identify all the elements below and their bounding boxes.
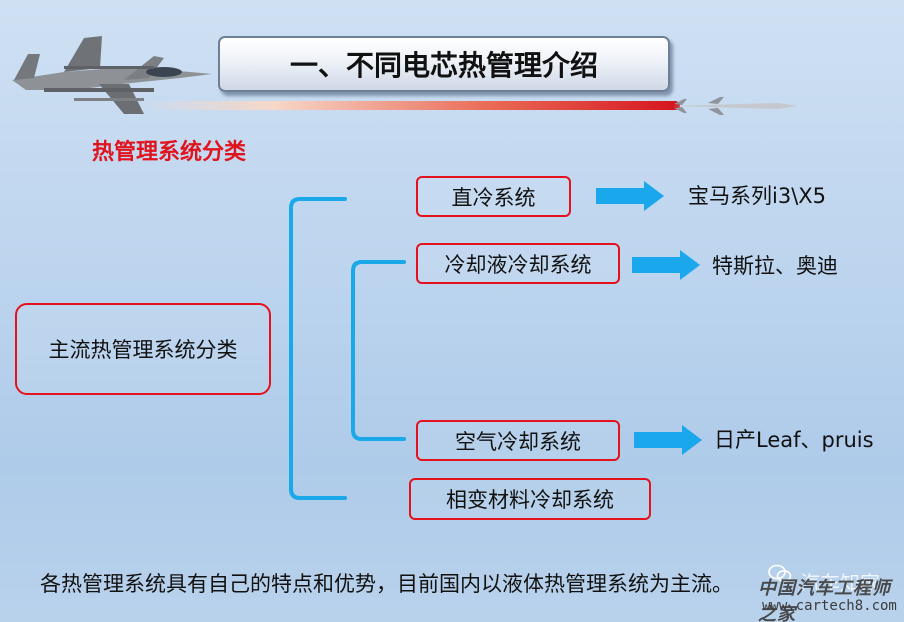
watermark-handle: 汽车知家	[800, 571, 880, 595]
page-title: 一、不同电芯热管理介绍	[218, 36, 670, 92]
branch-direct-cooling: 直冷系统	[416, 176, 571, 217]
footer-note: 各热管理系统具有自己的特点和优势，目前国内以液体热管理系统为主流。	[40, 572, 733, 596]
outer-bracket	[289, 197, 347, 500]
branch-coolant-cooling: 冷却液冷却系统	[416, 243, 620, 284]
result-air-cooling: 日产Leaf、pruis	[714, 428, 874, 452]
missile-icon	[672, 97, 798, 115]
fighter-jet-icon	[12, 36, 212, 114]
section-subtitle: 热管理系统分类	[92, 140, 247, 165]
root-category-box: 主流热管理系统分类	[15, 303, 271, 395]
watermark-site-name: 中国汽车工程师之家	[758, 578, 891, 622]
watermark-url: www.cartech8.com	[762, 598, 897, 614]
arrow-icon	[634, 425, 702, 455]
arrow-icon	[632, 250, 700, 280]
result-coolant-cooling: 特斯拉、奥迪	[712, 254, 838, 278]
inner-bracket	[351, 260, 406, 441]
result-direct-cooling: 宝马系列i3\X5	[688, 184, 827, 208]
arrow-icon	[596, 181, 664, 211]
wechat-icon	[768, 564, 792, 582]
branch-pcm-cooling: 相变材料冷却系统	[409, 478, 651, 520]
branch-air-cooling: 空气冷却系统	[416, 420, 620, 461]
title-underline-bar	[140, 101, 680, 110]
